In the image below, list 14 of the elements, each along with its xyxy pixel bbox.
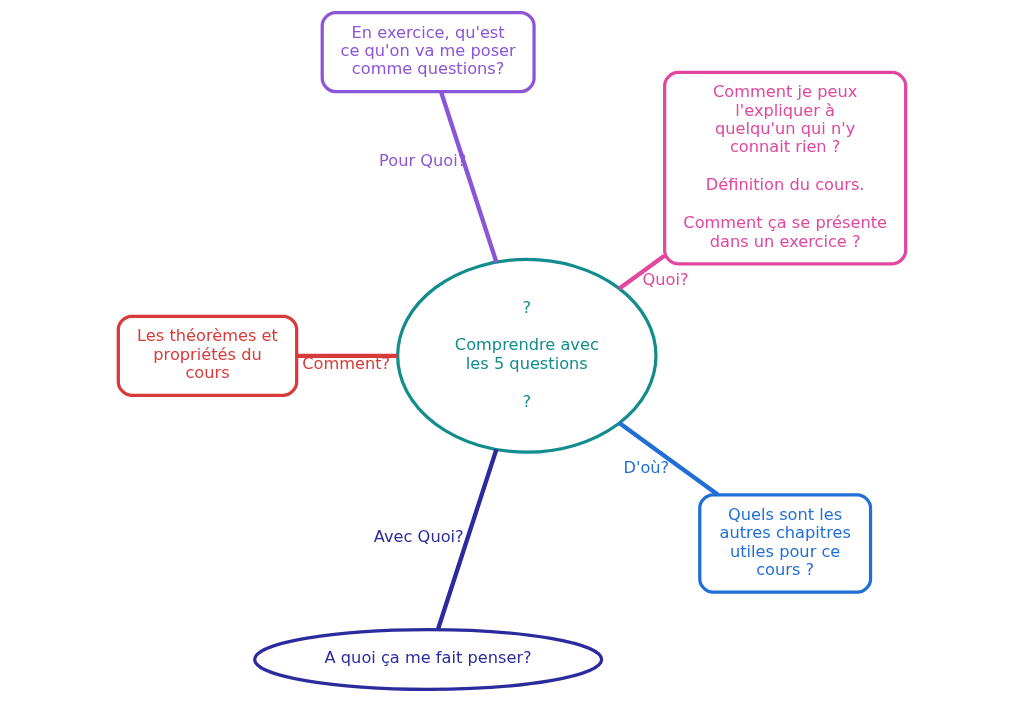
- connector: [618, 254, 666, 291]
- edge-label: Quoi?: [642, 270, 689, 290]
- connector: [439, 91, 499, 263]
- node-box: En exercice, qu'est ce qu'on va me poser comme questions?: [320, 11, 536, 94]
- node-box: Quels sont les autres chapitres utiles pour ce cours ?: [698, 493, 873, 594]
- connector: [618, 421, 720, 497]
- node-box: Les théorèmes et propriétés du cours: [116, 314, 299, 397]
- connector: [435, 448, 499, 631]
- connector: [296, 353, 398, 358]
- edge-label: D'où?: [623, 457, 670, 477]
- node-box: Comment je peux l'expliquer à quelqu'un qui n'y connait rien ? Définition du cours. Comment ça se présente dans un exercice ?: [663, 70, 908, 266]
- edge-label: Avec Quoi?: [373, 526, 464, 546]
- edge-label: Comment?: [302, 353, 391, 373]
- node-ellipse: A quoi ça me fait penser?: [253, 628, 604, 691]
